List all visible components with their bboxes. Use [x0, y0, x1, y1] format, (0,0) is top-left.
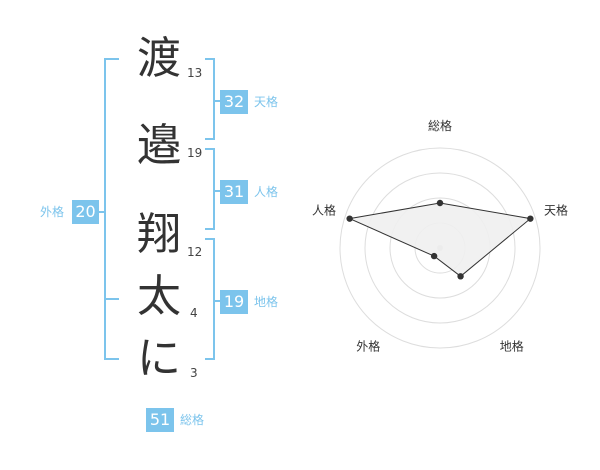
radar-grid-ring-4 [339, 147, 541, 349]
jinkaku-label: 人格 [254, 185, 279, 199]
stroke-count-2: 19 [187, 146, 203, 160]
chikaku-score: 19 [220, 290, 248, 314]
name-char-5: に [137, 333, 181, 384]
name-char-2: 邉 [137, 120, 181, 171]
jinkaku-connector [215, 190, 220, 192]
name-char-4: 太 [137, 271, 181, 322]
radar-point-4 [430, 252, 438, 260]
stroke-count-3: 12 [187, 245, 203, 259]
soukaku-score: 51 [146, 408, 174, 432]
radar-grid-ring-3 [364, 172, 516, 324]
radar-point-5 [346, 215, 353, 222]
radar-point-2 [527, 215, 534, 222]
chikaku-label: 地格 [254, 295, 279, 309]
chikaku-connector [215, 300, 220, 302]
gaikaku-bracket [104, 58, 119, 360]
tenkaku-bracket [205, 58, 215, 140]
gaikaku-connector [99, 211, 104, 213]
radar-axis-label-1: 総格 [428, 118, 452, 133]
radar-axis-label-5: 人格 [312, 202, 336, 217]
soukaku-label: 総格 [180, 413, 205, 427]
radar-point-3 [457, 273, 464, 280]
gaikaku-label: 外格 [40, 205, 65, 219]
radar-score-polygon [347, 202, 532, 277]
name-char-3: 翔 [137, 209, 181, 260]
radar-point-1 [436, 199, 444, 207]
chikaku-bracket [205, 238, 215, 360]
stroke-count-5: 3 [190, 366, 198, 380]
gaikaku-divider [104, 298, 119, 300]
jinkaku-score: 31 [220, 180, 248, 204]
gaikaku-score: 20 [72, 200, 99, 224]
radar-axis-label-3: 地格 [500, 339, 524, 354]
name-char-1: 渡 [137, 33, 181, 84]
tenkaku-score: 32 [220, 90, 248, 114]
tenkaku-connector [215, 100, 220, 102]
jinkaku-bracket [205, 148, 215, 230]
stroke-count-1: 13 [187, 66, 203, 80]
stroke-count-4: 4 [190, 306, 198, 320]
radar-axis-label-2: 天格 [544, 202, 568, 217]
tenkaku-label: 天格 [254, 95, 279, 109]
name-strokes-panel: 渡 13 邉 19 翔 12 太 4 に 3 32 天格 31 人格 19 地格… [40, 33, 279, 432]
radar-axis-label-4: 外格 [356, 339, 380, 354]
